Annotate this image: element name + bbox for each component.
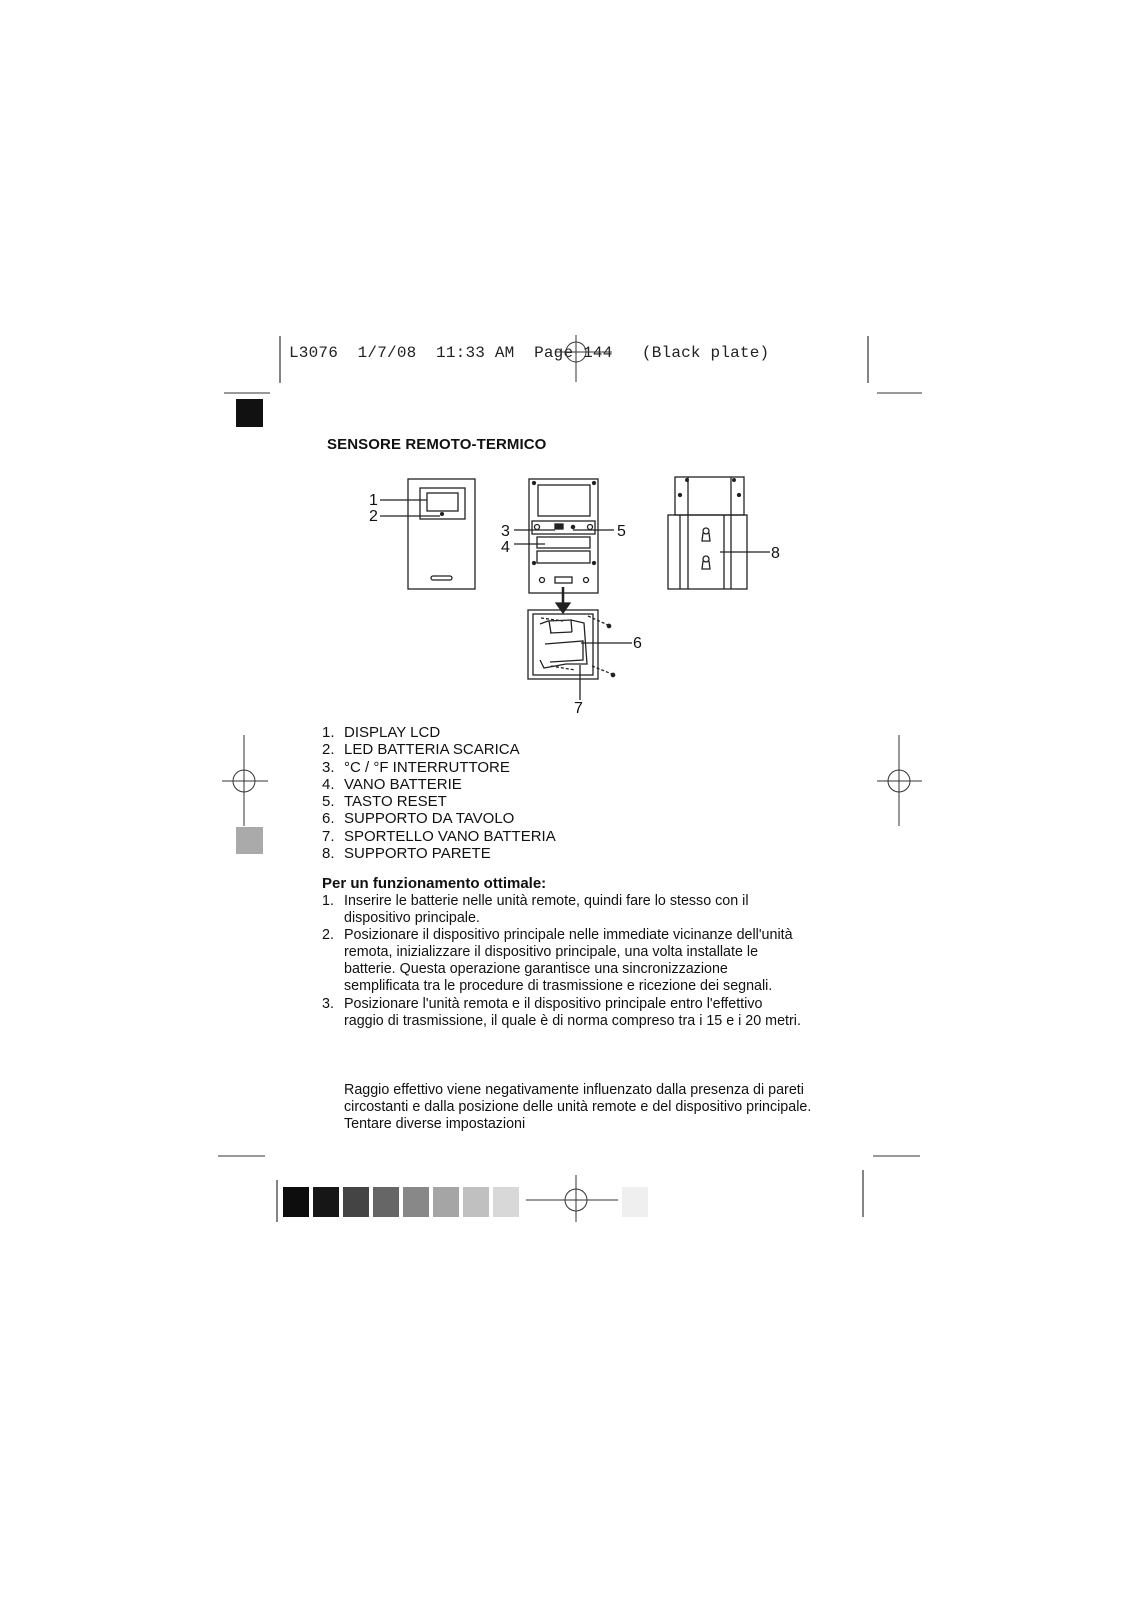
instructions-steps: 1.Inserire le batterie nelle unità remot…	[322, 893, 802, 1030]
list-item: 2.LED BATTERIA SCARICA	[322, 741, 520, 759]
print-plate: (Black plate)	[641, 344, 770, 362]
callout-5: 5	[617, 523, 626, 540]
registration-mark-bottom	[526, 1175, 618, 1222]
callout-3: 3	[501, 523, 510, 540]
callout-1: 1	[369, 492, 378, 509]
range-note: Raggio effettivo viene negativamente inf…	[344, 1082, 812, 1133]
callout-7: 7	[574, 700, 583, 717]
back-view	[514, 478, 614, 594]
list-item: 3.Posizionare l'unità remota e il dispos…	[322, 995, 801, 1029]
registration-mark-left	[222, 735, 268, 826]
list-item: 8.SUPPORTO PARETE	[322, 845, 491, 863]
list-item: 2.Posizionare il dispositivo principale …	[322, 927, 793, 995]
gray-scale-bar	[283, 1187, 648, 1217]
callout-4: 4	[501, 539, 510, 556]
registration-mark-top	[556, 335, 612, 382]
list-item: 7.SPORTELLO VANO BATTERIA	[322, 827, 556, 845]
list-item: 5.TASTO RESET	[322, 793, 447, 811]
registration-mark-right	[877, 735, 922, 826]
wall-mount-view	[667, 476, 770, 590]
callout-8: 8	[771, 545, 780, 562]
print-slug-line: L3076 1/7/08 11:33 AM Page 144 (Black pl…	[289, 344, 769, 362]
callout-6: 6	[633, 635, 642, 652]
print-date: 1/7/08	[357, 344, 417, 362]
print-page-number: 144	[583, 344, 613, 362]
print-time: 11:33 AM	[436, 344, 515, 362]
print-slug: L3076	[289, 344, 339, 362]
section-title: SENSORE REMOTO-TERMICO	[327, 436, 547, 453]
parts-list: 1.DISPLAY LCD 2.LED BATTERIA SCARICA 3.°…	[322, 724, 556, 862]
list-item: 1.Inserire le batterie nelle unità remot…	[322, 893, 749, 927]
list-item: 4.VANO BATTERIE	[322, 775, 462, 793]
print-page-label: Page	[534, 344, 574, 362]
list-item: 3.°C / °F INTERRUTTORE	[322, 758, 510, 776]
list-item: 1.DISPLAY LCD	[322, 724, 441, 741]
front-view	[380, 478, 476, 590]
instructions-heading: Per un funzionamento ottimale:	[322, 875, 547, 892]
list-item: 6.SUPPORTO DA TAVOLO	[322, 810, 515, 828]
battery-door-view	[527, 609, 632, 700]
callout-2: 2	[369, 508, 378, 525]
